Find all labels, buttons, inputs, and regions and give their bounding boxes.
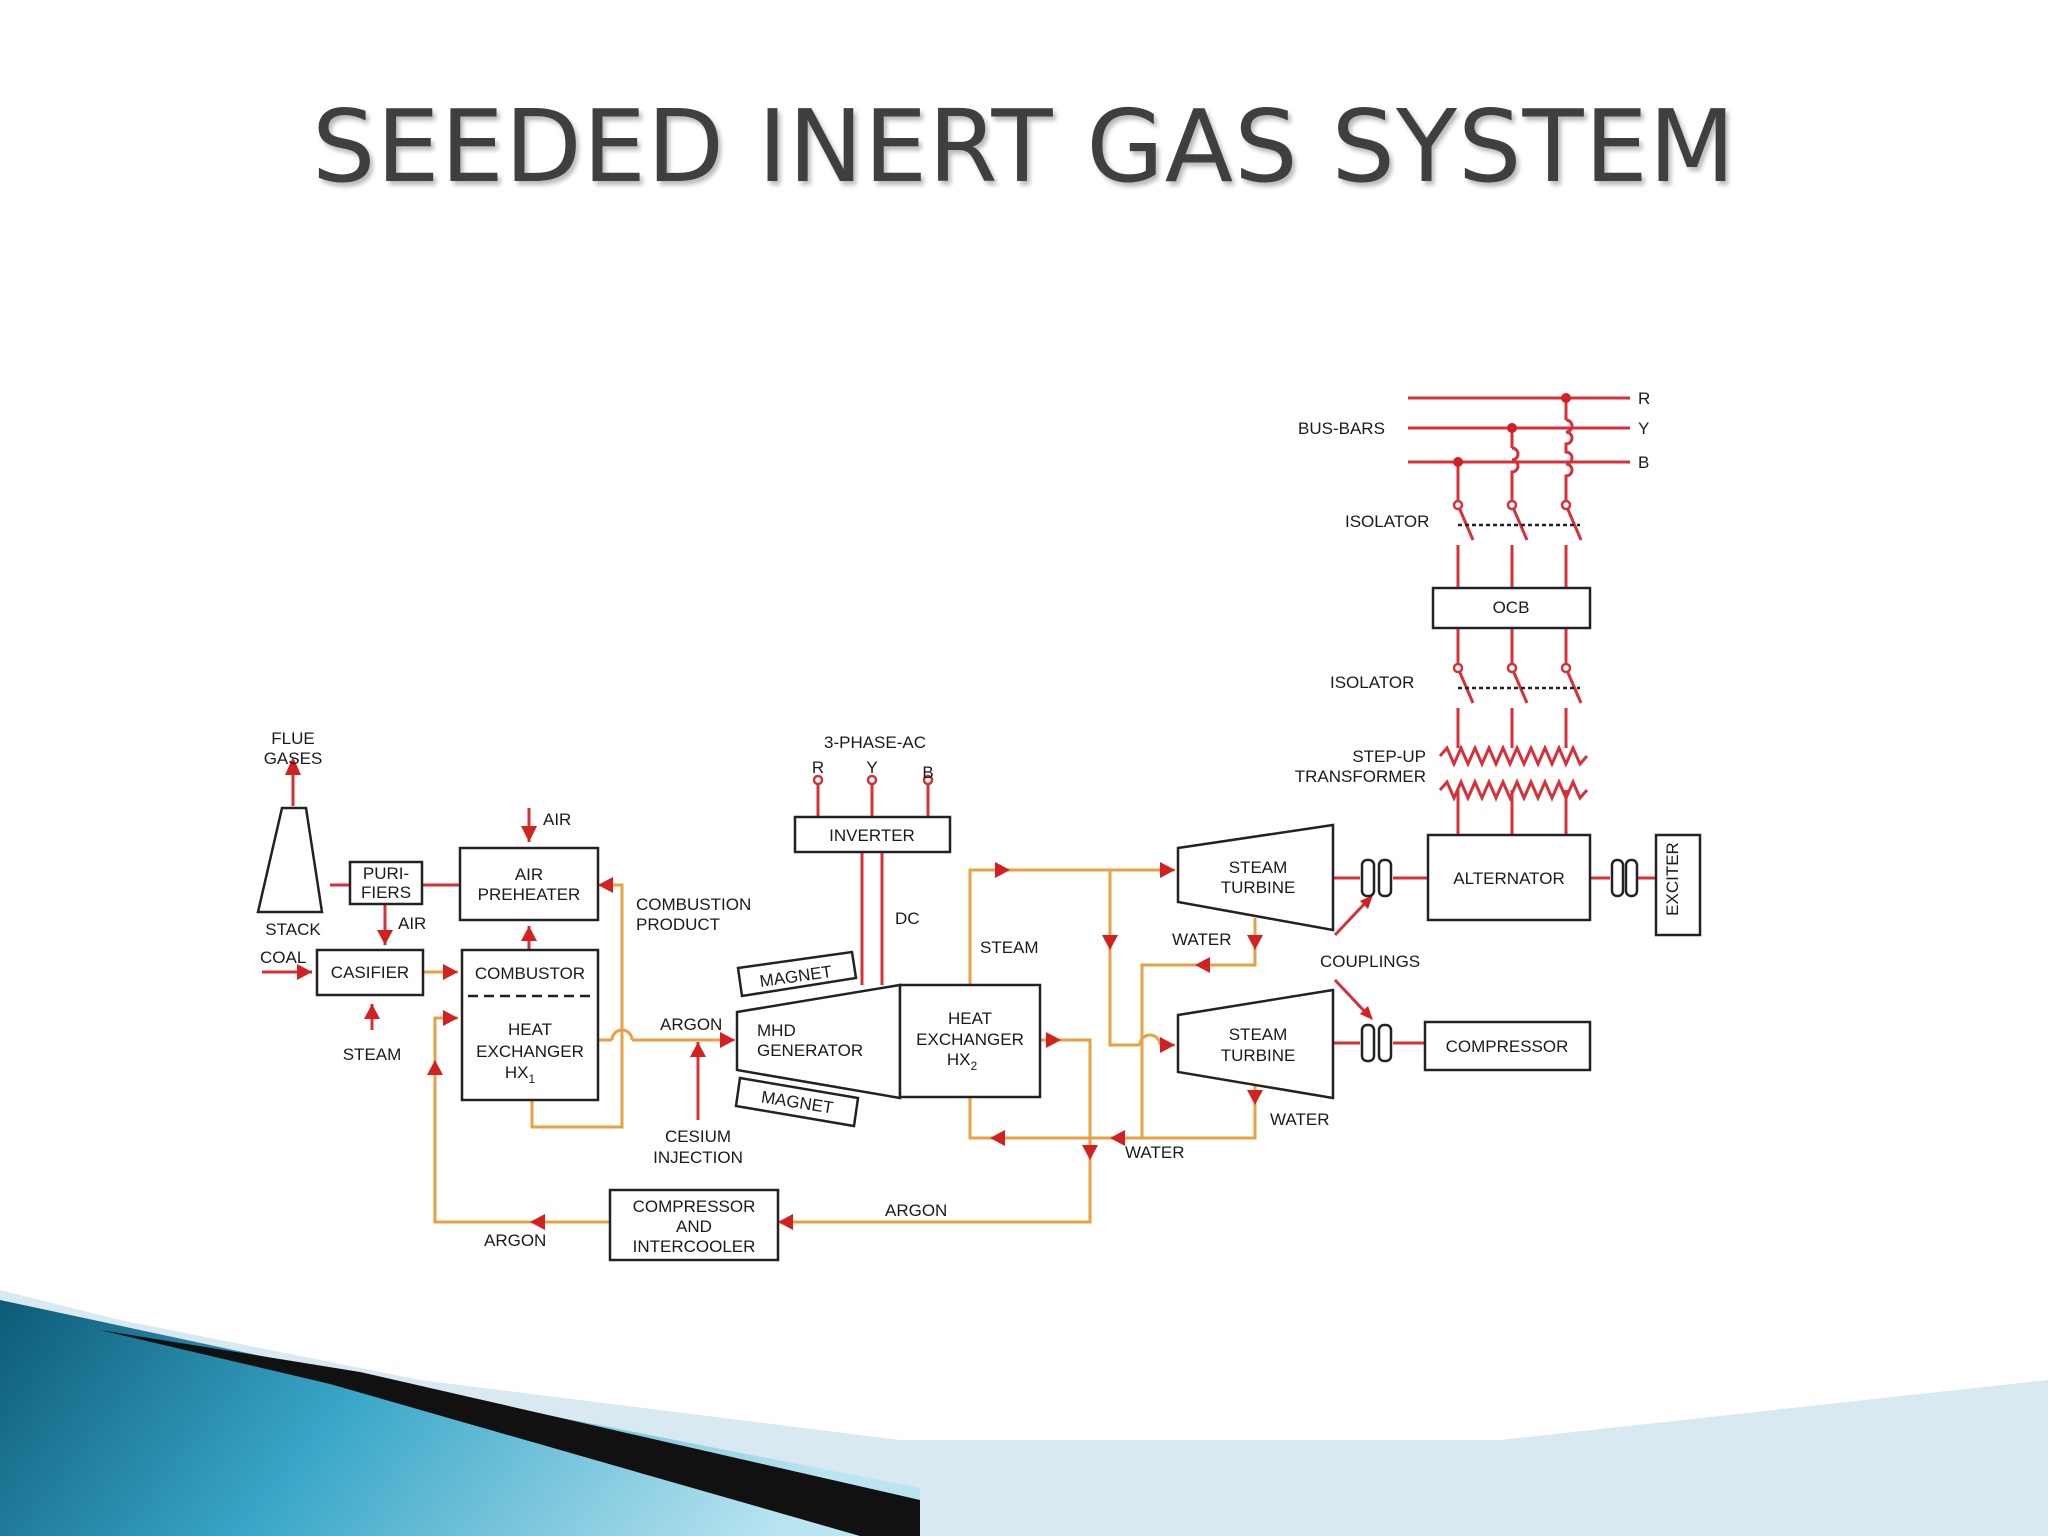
isolator-top-label: ISOLATOR xyxy=(1345,512,1429,531)
magnet-bottom-block: MAGNET xyxy=(734,1076,860,1128)
dc-label: DC xyxy=(895,909,920,928)
phase-b-label: B xyxy=(922,763,933,782)
air-to-gasifier-label: AIR xyxy=(398,914,426,933)
steam-turbine-bottom-label-1: STEAM xyxy=(1229,1025,1288,1044)
coupling-bottom xyxy=(1360,1023,1393,1063)
steam-in-label: STEAM xyxy=(343,1045,402,1064)
flow-arrows xyxy=(285,393,1571,1230)
steam-turbine-top-block: STEAM TURBINE xyxy=(1176,823,1335,932)
step-up-transformer-label-1: STEP-UP xyxy=(1352,747,1426,766)
argon-return-label: ARGON xyxy=(885,1201,947,1220)
hx1-label-3: HX xyxy=(505,1063,529,1082)
combustion-product-label-1: COMBUSTION xyxy=(636,895,751,914)
exciter-label: EXCITER xyxy=(1663,842,1682,916)
cesium-injection-label-2: INJECTION xyxy=(653,1148,743,1167)
three-phase-ac-label: 3-PHASE-AC xyxy=(824,733,926,752)
alternator-block: ALTERNATOR xyxy=(1426,833,1592,922)
hx1-label-1: HEAT xyxy=(508,1020,552,1039)
coal-label: COAL xyxy=(260,948,306,967)
steam-turbine-bottom-label-2: TURBINE xyxy=(1221,1046,1296,1065)
phase-r-label: R xyxy=(812,758,824,777)
hx2-label-2: EXCHANGER xyxy=(916,1030,1024,1049)
alternator-label: ALTERNATOR xyxy=(1453,869,1564,888)
heat-exchanger-2-block: HEAT EXCHANGER HX2 xyxy=(898,983,1042,1099)
steam-turbine-top-label-1: STEAM xyxy=(1229,858,1288,877)
exciter-block: EXCITER xyxy=(1654,833,1702,937)
mhd-label-2: GENERATOR xyxy=(757,1041,863,1060)
steam-turbine-top-label-2: TURBINE xyxy=(1221,878,1296,897)
air-preheater-label-2: PREHEATER xyxy=(478,885,581,904)
decorative-swoosh xyxy=(0,1290,2048,1536)
coupling-exciter xyxy=(1610,858,1639,898)
ocb-block: OCB xyxy=(1431,586,1592,630)
combustor-heat-exchanger-block: COMBUSTOR HEAT EXCHANGER HX1 xyxy=(460,948,600,1102)
step-up-transformer-label-2: TRANSFORMER xyxy=(1295,767,1426,786)
combustion-product-label-2: PRODUCT xyxy=(636,915,720,934)
bus-r-label: R xyxy=(1638,389,1650,408)
inverter-label: INVERTER xyxy=(829,826,915,845)
slide-title: SEEDED INERT GAS SYSTEM xyxy=(311,88,1737,205)
bus-y-label: Y xyxy=(1638,419,1649,438)
couplings-label: COUPLINGS xyxy=(1320,952,1420,971)
compressor-intercooler-label-2: AND xyxy=(676,1217,712,1236)
flue-gases-label-1: FLUE xyxy=(271,729,314,748)
water-return-label: WATER xyxy=(1125,1143,1185,1162)
combustor-label: COMBUSTOR xyxy=(475,964,585,983)
diagram-labels: FLUE GASES STACK AIR AIR COAL STEAM COMB… xyxy=(260,389,1650,1250)
mhd-generator-block: MHD GENERATOR xyxy=(735,983,902,1100)
water-top-label: WATER xyxy=(1172,930,1232,949)
cesium-injection-label-1: CESIUM xyxy=(665,1127,731,1146)
svg-text:HX1: HX1 xyxy=(505,1063,536,1086)
stack xyxy=(256,806,324,914)
air-preheater-label-1: AIR xyxy=(515,865,543,884)
bus-bars-label: BUS-BARS xyxy=(1298,419,1385,438)
air-preheater-block: AIR PREHEATER xyxy=(458,846,600,922)
magnet-top-block: MAGNET xyxy=(736,950,858,998)
svg-text:HX2: HX2 xyxy=(947,1050,978,1073)
water-bottom-label: WATER xyxy=(1270,1110,1330,1129)
isolator-bottom-label: ISOLATOR xyxy=(1330,673,1414,692)
stack-label: STACK xyxy=(265,920,321,939)
purifiers-block: PURI- FIERS xyxy=(348,860,424,906)
hx1-subscript: 1 xyxy=(528,1072,535,1086)
purifiers-label-1: PURI- xyxy=(363,864,409,883)
compressor-block: COMPRESSOR xyxy=(1423,1020,1592,1072)
inverter-block: INVERTER xyxy=(793,815,952,854)
coupling-top xyxy=(1360,858,1393,898)
air-in-label: AIR xyxy=(543,810,571,829)
compressor-intercooler-label-1: COMPRESSOR xyxy=(633,1197,756,1216)
ocb-label: OCB xyxy=(1493,598,1530,617)
steam-line-label: STEAM xyxy=(980,938,1039,957)
bus-b-label: B xyxy=(1638,453,1649,472)
mhd-label-1: MHD xyxy=(757,1021,796,1040)
gasifier-label: CASIFIER xyxy=(331,963,409,982)
flue-gases-label-2: GASES xyxy=(264,749,323,768)
hx2-label-3: HX xyxy=(947,1050,971,1069)
compressor-label: COMPRESSOR xyxy=(1446,1037,1569,1056)
ac-terminals xyxy=(812,499,1572,786)
compressor-intercooler-block: COMPRESSOR AND INTERCOOLER xyxy=(608,1188,780,1262)
hx1-label-2: EXCHANGER xyxy=(476,1042,584,1061)
purifiers-label-2: FIERS xyxy=(361,883,411,902)
argon-to-mhd-label: ARGON xyxy=(660,1015,722,1034)
compressor-intercooler-label-3: INTERCOOLER xyxy=(633,1237,756,1256)
argon-bottom-label: ARGON xyxy=(484,1231,546,1250)
phase-y-label: Y xyxy=(866,758,877,777)
gasifier-block: CASIFIER xyxy=(315,948,425,997)
hx2-subscript: 2 xyxy=(970,1059,977,1073)
steam-turbine-bottom-block: STEAM TURBINE xyxy=(1176,988,1335,1100)
hx2-label-1: HEAT xyxy=(948,1009,992,1028)
